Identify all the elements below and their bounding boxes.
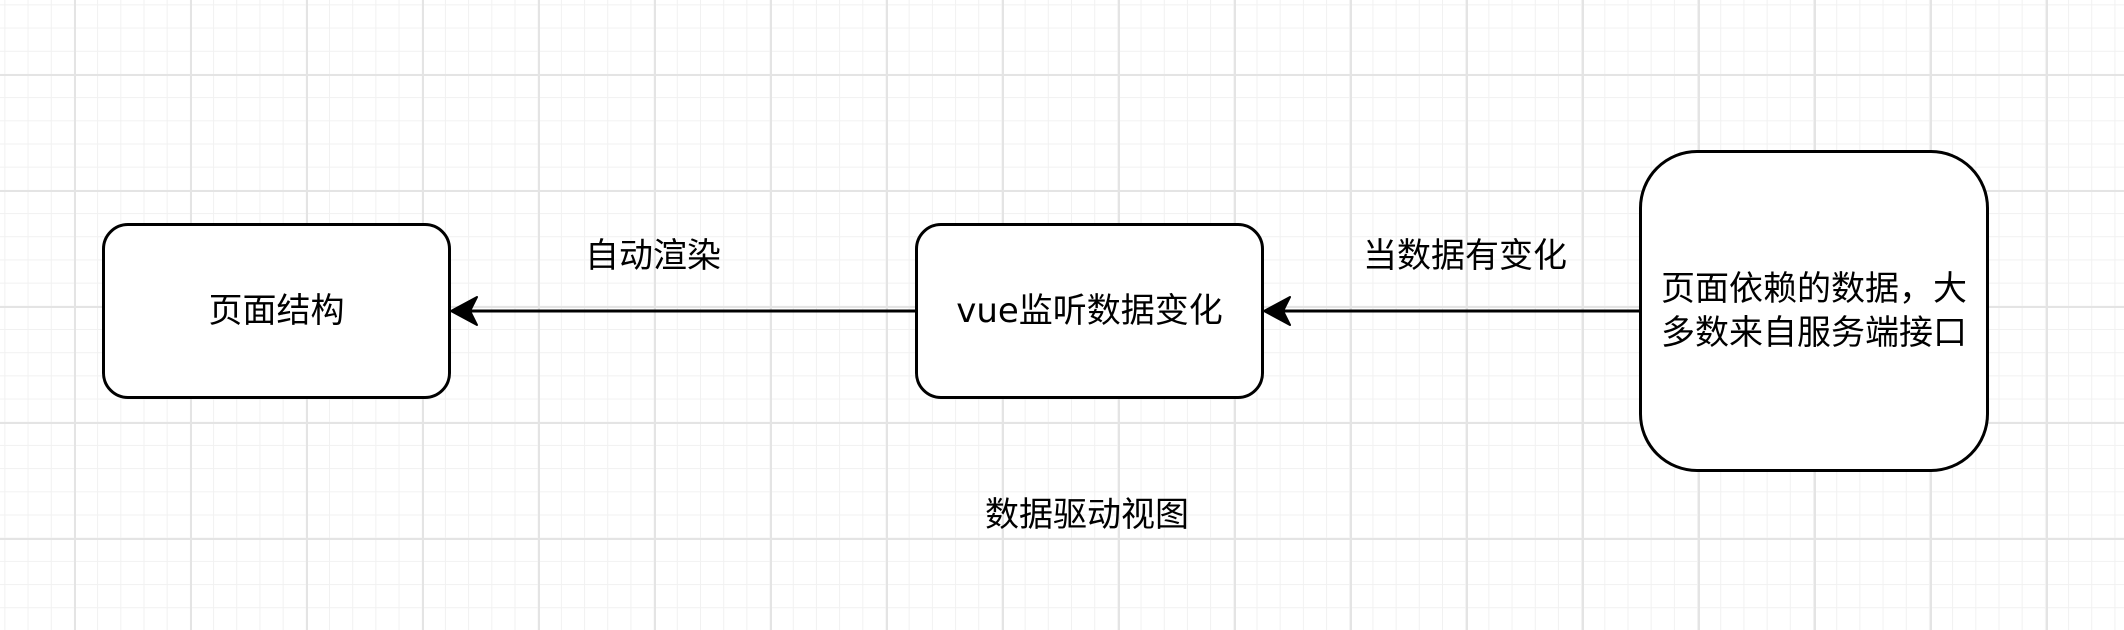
diagram-caption: 数据驱动视图: [985, 495, 1189, 535]
edge-data-to-vue: [1263, 296, 1639, 326]
edge-label-auto-render: 自动渲染: [585, 236, 721, 276]
node-label: 页面结构: [208, 291, 345, 331]
edge-label-data-changed: 当数据有变化: [1363, 236, 1567, 276]
node-vue-watch[interactable]: vue监听数据变化: [915, 223, 1264, 399]
arrowhead-icon: [450, 296, 478, 326]
edge-vue-to-page: [450, 296, 915, 326]
arrowhead-icon: [1263, 296, 1291, 326]
node-label-line: 页面依赖的数据，大: [1661, 269, 1967, 309]
node-label: 页面依赖的数据，大 多数来自服务端接口: [1661, 267, 1967, 355]
node-page-structure[interactable]: 页面结构: [102, 223, 451, 399]
node-label: vue监听数据变化: [956, 291, 1223, 331]
node-data-source[interactable]: 页面依赖的数据，大 多数来自服务端接口: [1639, 150, 1989, 472]
node-label-line: 多数来自服务端接口: [1661, 313, 1967, 353]
